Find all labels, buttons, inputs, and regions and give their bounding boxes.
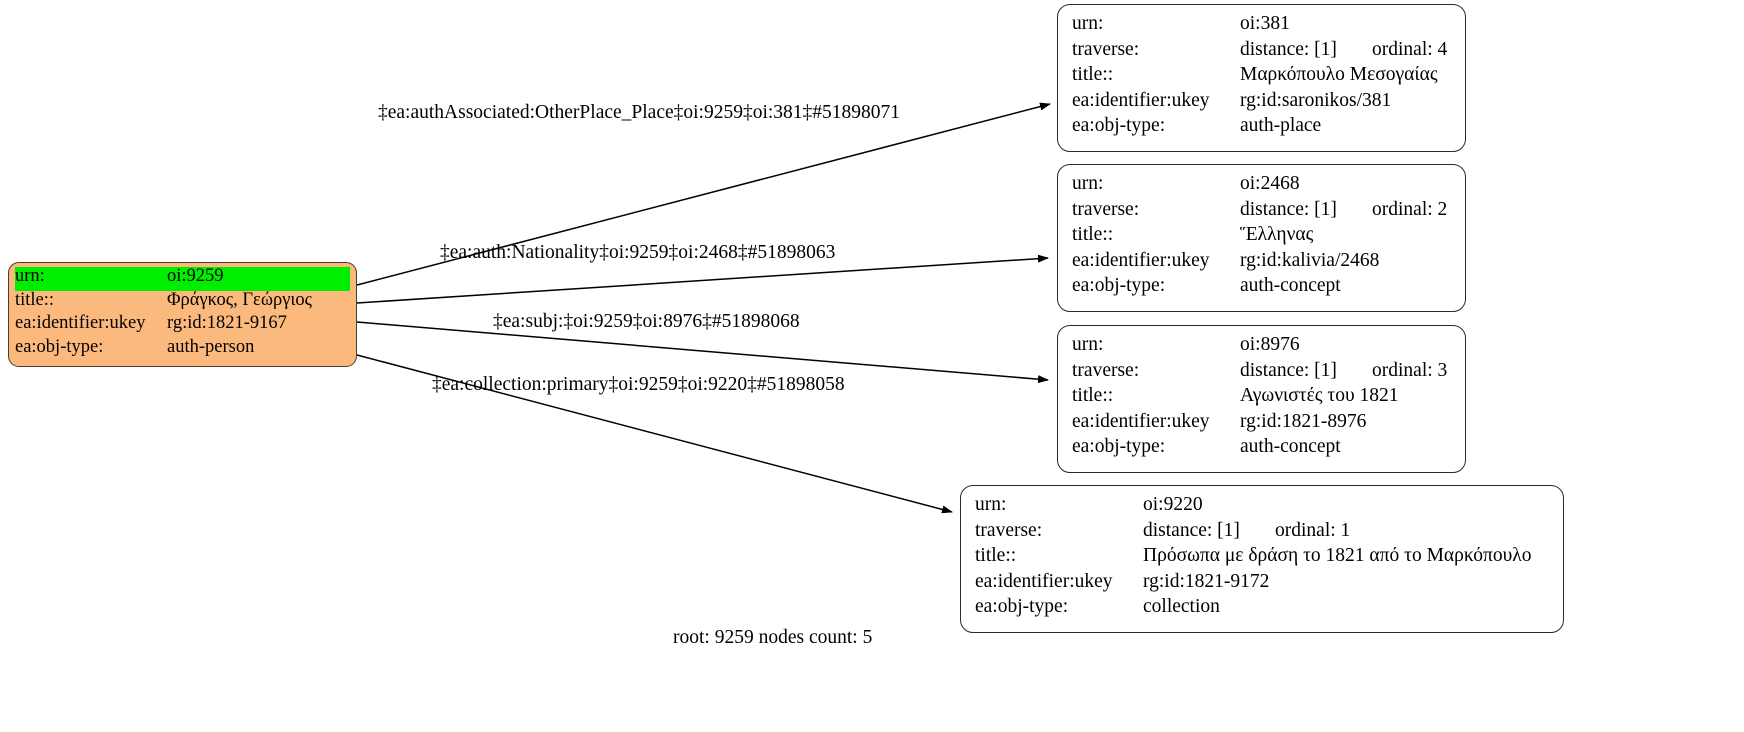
node-row: title:: Φράγκος, Γεώργιος — [15, 289, 350, 315]
node-row: title:: Πρόσωπα με δράση το 1821 από το … — [975, 546, 1549, 572]
row-key: urn: — [1072, 13, 1104, 34]
node-oi8976[interactable]: urn: oi:8976 traverse: distance: [1] ord… — [1057, 325, 1466, 473]
row-key: ea:identifier:ukey — [1072, 89, 1210, 111]
row-value: rg:id:1821-9167 — [167, 313, 287, 333]
node-row: traverse: distance: [1] ordinal: 4 — [1072, 38, 1451, 66]
row-value: oi:2468 — [1240, 173, 1300, 194]
row-value: auth-concept — [1240, 275, 1341, 296]
edge-path-1 — [356, 254, 1049, 304]
node-row: traverse: distance: [1] ordinal: 1 — [975, 519, 1549, 547]
row-key: title:: — [1072, 64, 1114, 85]
row-value: auth-concept — [1240, 436, 1341, 457]
node-row: ea:identifier:ukey rg:id:1821-9167 — [15, 314, 350, 338]
node-row: ea:obj-type: auth-concept — [1072, 437, 1451, 463]
root-node[interactable]: urn: oi:9259 title:: Φράγκος, Γεώργιος e… — [8, 262, 357, 367]
row-value-ordinal: ordinal: 4 — [1372, 38, 1448, 60]
node-row: traverse: distance: [1] ordinal: 2 — [1072, 198, 1451, 226]
row-key: ea:obj-type: — [1072, 275, 1166, 296]
row-value: oi:9259 — [167, 266, 224, 286]
row-value: oi:8976 — [1240, 334, 1300, 355]
row-key: traverse: — [1072, 38, 1140, 60]
node-row: ea:obj-type: auth-concept — [1072, 276, 1451, 302]
node-row: urn: oi:9259 — [15, 267, 350, 291]
row-value: Πρόσωπα με δράση το 1821 από το Μαρκόπου… — [1143, 545, 1532, 566]
row-value-ordinal: ordinal: 1 — [1275, 519, 1351, 541]
edge-label-collection: ‡ea:collection:primary‡oi:9259‡oi:9220‡#… — [432, 374, 845, 395]
row-value: distance: [1] — [1240, 198, 1337, 220]
row-value: Αγωνιστές του 1821 — [1240, 385, 1399, 406]
node-oi2468[interactable]: urn: oi:2468 traverse: distance: [1] ord… — [1057, 164, 1466, 312]
row-value: rg:id:1821-9172 — [1143, 570, 1270, 592]
row-key: ea:obj-type: — [1072, 436, 1166, 457]
row-value: distance: [1] — [1240, 38, 1337, 60]
node-row: urn: oi:9220 — [975, 495, 1549, 521]
row-key: ea:obj-type: — [1072, 115, 1166, 136]
row-value: Μαρκόπουλο Μεσογαίας — [1240, 64, 1438, 85]
row-key: title:: — [1072, 224, 1114, 245]
row-value: distance: [1] — [1240, 359, 1337, 381]
node-row: urn: oi:8976 — [1072, 335, 1451, 361]
row-key: ea:identifier:ukey — [975, 570, 1113, 592]
edge-label-subj: ‡ea:subj:‡oi:9259‡oi:8976‡#51898068 — [493, 311, 800, 332]
row-value: distance: [1] — [1143, 519, 1240, 541]
node-row: title:: Αγωνιστές του 1821 — [1072, 386, 1451, 412]
row-value: rg:id:1821-8976 — [1240, 410, 1367, 432]
row-key: traverse: — [1072, 198, 1140, 220]
row-key: urn: — [1072, 334, 1104, 355]
row-key: urn: — [975, 494, 1007, 515]
row-value: oi:9220 — [1143, 494, 1203, 515]
row-key: title:: — [975, 545, 1017, 566]
node-row: ea:obj-type: auth-place — [1072, 116, 1451, 142]
graph-caption: root: 9259 nodes count: 5 — [673, 627, 873, 648]
row-key: ea:identifier:ukey — [1072, 249, 1210, 271]
row-value: Ἕλληνας — [1240, 224, 1314, 245]
node-oi9220[interactable]: urn: oi:9220 traverse: distance: [1] ord… — [960, 485, 1564, 633]
row-key: traverse: — [975, 519, 1043, 541]
node-row: ea:obj-type: collection — [975, 597, 1549, 623]
row-value-ordinal: ordinal: 3 — [1372, 359, 1448, 381]
node-row: ea:identifier:ukey rg:id:saronikos/381 — [1072, 89, 1451, 117]
row-key: traverse: — [1072, 359, 1140, 381]
node-row: ea:identifier:ukey rg:id:kalivia/2468 — [1072, 249, 1451, 277]
row-value: rg:id:kalivia/2468 — [1240, 249, 1380, 271]
row-key: ea:obj-type: — [15, 336, 104, 357]
node-row: title:: Μαρκόπουλο Μεσογαίας — [1072, 65, 1451, 91]
node-row: traverse: distance: [1] ordinal: 3 — [1072, 359, 1451, 387]
row-key: urn: — [1072, 173, 1104, 194]
node-row: ea:identifier:ukey rg:id:1821-9172 — [975, 570, 1549, 598]
edge-label-authassociated: ‡ea:authAssociated:OtherPlace_Place‡oi:9… — [378, 102, 901, 123]
row-value: oi:381 — [1240, 13, 1290, 34]
row-key: ea:identifier:ukey — [1072, 410, 1210, 432]
row-value-ordinal: ordinal: 2 — [1372, 198, 1448, 220]
node-row: urn: oi:2468 — [1072, 174, 1451, 200]
node-row: ea:identifier:ukey rg:id:1821-8976 — [1072, 410, 1451, 438]
row-key: title:: — [15, 289, 55, 310]
node-oi381[interactable]: urn: oi:381 traverse: distance: [1] ordi… — [1057, 4, 1466, 152]
edge-label-nationality: ‡ea:auth:Nationality‡oi:9259‡oi:2468‡#51… — [440, 242, 836, 263]
row-key: urn: — [15, 267, 161, 286]
node-row: title:: Ἕλληνας — [1072, 225, 1451, 251]
row-value: collection — [1143, 596, 1220, 617]
row-key: title:: — [1072, 385, 1114, 406]
row-value: auth-place — [1240, 115, 1322, 136]
row-value: rg:id:saronikos/381 — [1240, 89, 1392, 111]
row-value: Φράγκος, Γεώργιος — [167, 289, 312, 310]
node-row: ea:obj-type: auth-person — [15, 336, 350, 362]
row-key: ea:obj-type: — [975, 596, 1069, 617]
row-key: ea:identifier:ukey — [15, 313, 146, 333]
row-value: auth-person — [167, 336, 255, 357]
node-row: urn: oi:381 — [1072, 14, 1451, 40]
